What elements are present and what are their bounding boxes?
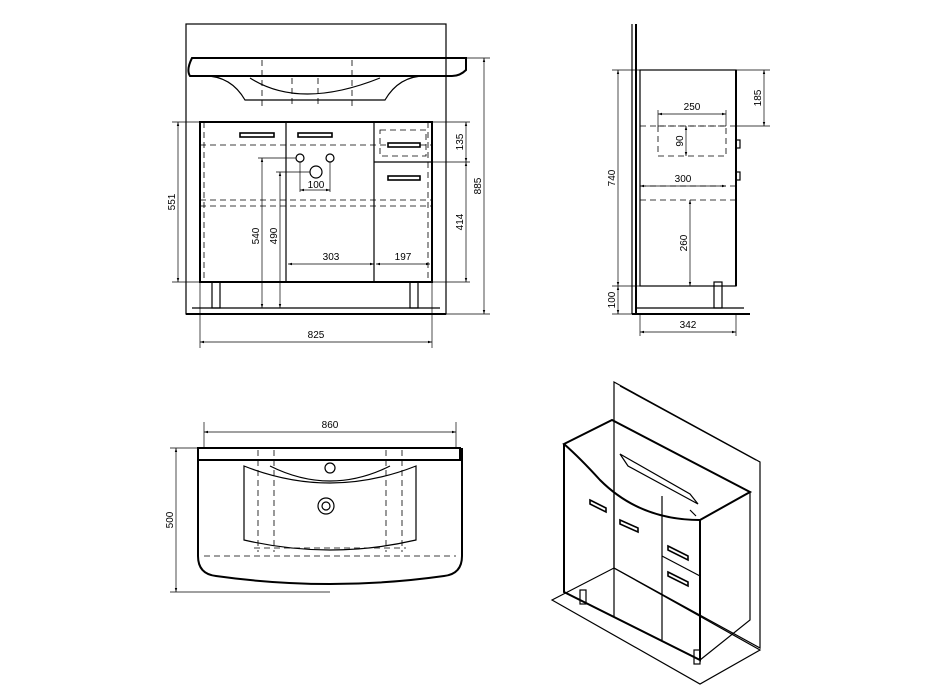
dim-825: 825	[308, 330, 325, 341]
dim-197: 197	[395, 252, 412, 263]
top-view: 860 500	[165, 420, 463, 593]
front-view: 885 135 414 551 540 490 100 303 197	[167, 23, 490, 348]
dim-414: 414	[455, 213, 466, 230]
dim-90: 90	[675, 135, 686, 147]
dim-885: 885	[473, 177, 484, 194]
side-view: 185 250 90 740 300 260 100 342	[607, 24, 770, 336]
iso-left-handle	[589, 498, 607, 514]
dim-860: 860	[322, 420, 339, 431]
iso-leg	[579, 589, 587, 605]
dim-490: 490	[269, 227, 280, 244]
dim-250: 250	[684, 102, 701, 113]
wall-outline	[185, 23, 447, 315]
dim-303: 303	[323, 252, 340, 263]
dim-300: 300	[675, 174, 692, 185]
dim-540: 540	[251, 227, 262, 244]
cabinet-body	[199, 121, 433, 283]
dim-740: 740	[607, 169, 618, 186]
basin-top-outline	[197, 448, 463, 585]
iso-drawer-handle-2	[667, 570, 689, 588]
right-door-handle	[297, 132, 333, 138]
isometric-view	[550, 380, 762, 685]
iso-cabinet-front	[563, 444, 701, 662]
drawer-handle-top	[387, 142, 421, 148]
dim-135: 135	[455, 133, 466, 150]
iso-right-handle	[619, 518, 639, 534]
dim-100-taps: 100	[308, 180, 325, 191]
leg	[409, 281, 419, 309]
left-door-handle	[239, 132, 275, 138]
basin-back-edge	[197, 447, 461, 461]
dim-100-legs: 100	[607, 291, 618, 308]
dim-500: 500	[165, 511, 176, 528]
drawer-handle-bottom	[387, 175, 421, 181]
dim-551: 551	[167, 193, 178, 210]
iso-drawer-handle-1	[667, 544, 689, 562]
basin-front	[187, 57, 467, 77]
dim-342: 342	[680, 320, 697, 331]
dim-260: 260	[679, 234, 690, 251]
leg	[211, 281, 221, 309]
iso-leg	[693, 649, 701, 665]
iso-basin	[562, 418, 753, 522]
dim-185: 185	[753, 89, 764, 106]
iso-floor	[550, 567, 762, 685]
